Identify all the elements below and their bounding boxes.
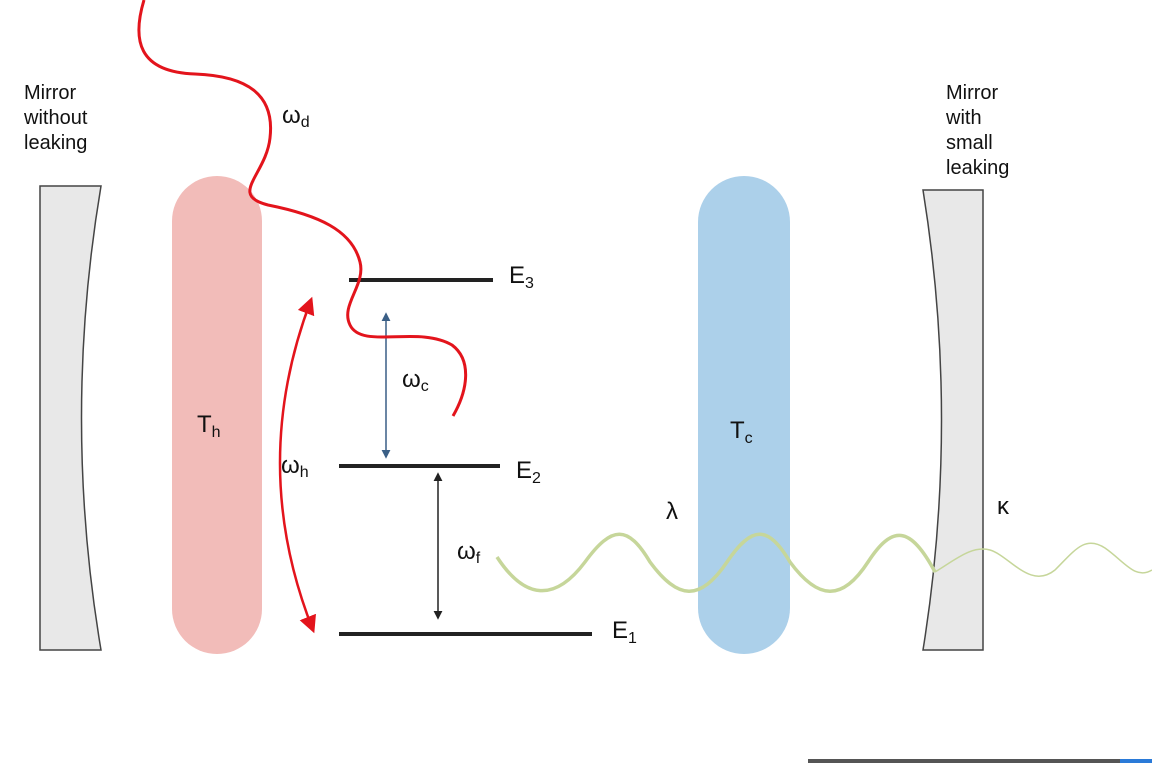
omega-d-label: ωd bbox=[282, 102, 310, 131]
omega-c-label: ωc bbox=[402, 366, 429, 395]
e3-label: E3 bbox=[509, 262, 534, 292]
right-mirror-label-line2: with bbox=[945, 107, 982, 129]
left-mirror-label-line1: Mirror bbox=[24, 82, 77, 104]
omega-f-label: ωf bbox=[457, 538, 481, 567]
cavity-wave bbox=[495, 532, 937, 593]
kappa-label: κ bbox=[997, 493, 1010, 520]
scrollbar-fragment[interactable] bbox=[808, 759, 1152, 763]
lambda-label: λ bbox=[666, 498, 678, 525]
right-mirror-label-line1: Mirror bbox=[946, 82, 999, 104]
cold-bath-label: Tc bbox=[730, 417, 753, 447]
right-mirror bbox=[922, 189, 984, 651]
e1-label: E1 bbox=[612, 617, 637, 647]
omega-h-label: ωh bbox=[281, 452, 309, 481]
hot-bath-label: Th bbox=[197, 411, 221, 441]
hot-bath bbox=[172, 176, 262, 654]
right-mirror-label-line4: leaking bbox=[946, 157, 1009, 179]
e2-label: E2 bbox=[516, 457, 541, 487]
left-mirror bbox=[39, 185, 102, 651]
leaked-wave bbox=[934, 542, 1152, 577]
right-mirror-label-line3: small bbox=[946, 132, 993, 154]
drive-wave bbox=[137, 0, 468, 417]
left-mirror-label-line3: leaking bbox=[24, 132, 87, 154]
left-mirror-label-line2: without bbox=[23, 107, 88, 129]
scrollbar-thumb[interactable] bbox=[1120, 759, 1152, 763]
omega-h-arrow bbox=[278, 296, 316, 634]
